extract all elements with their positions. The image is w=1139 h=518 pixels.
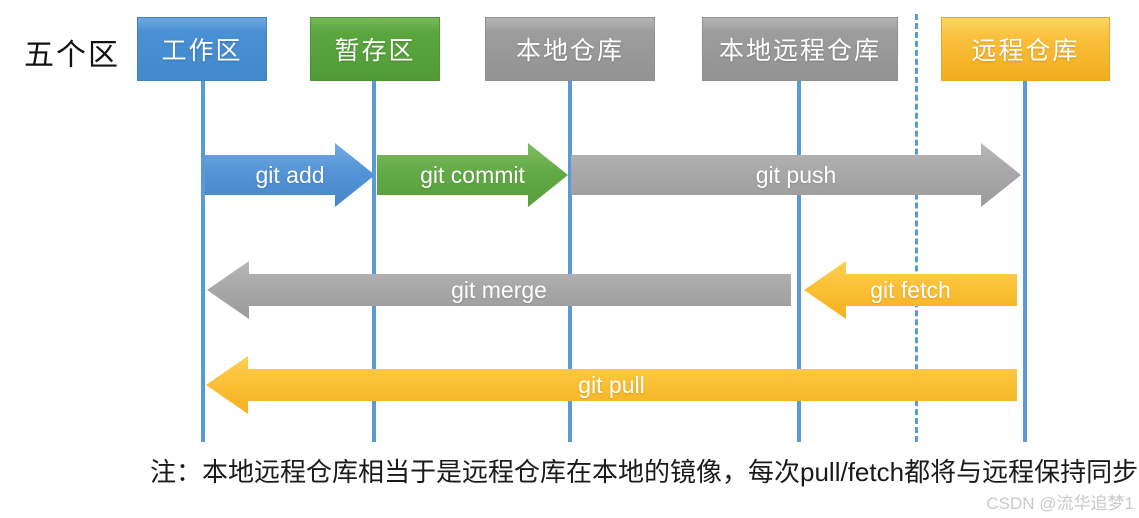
arrow-git-push: git push [571,143,1021,207]
watermark: CSDN @流华追梦1 [986,494,1134,513]
timeline-boundary-dashed-line [915,14,918,442]
arrow-git-merge: git merge [207,261,791,319]
box-working-area: 工作区 [137,17,267,81]
timeline-local-remote-repo [797,81,801,442]
timeline-staging-area [372,81,376,442]
footnote: 注：本地远程仓库相当于是远程仓库在本地的镜像，每次pull/fetch都将与远程… [150,457,1139,487]
arrow-git-commit: git commit [377,143,568,207]
box-local-remote-repo: 本地远程仓库 [702,17,898,81]
box-local-repo: 本地仓库 [485,17,655,81]
box-staging-area: 暂存区 [310,17,440,81]
arrow-git-add: git add [205,143,375,207]
timeline-working-area [201,81,205,442]
arrow-git-pull: git pull [206,356,1017,414]
diagram-title: 五个区 [24,39,120,72]
timeline-remote-repo [1023,81,1027,442]
box-remote-repo: 远程仓库 [941,17,1110,81]
timeline-local-repo [568,81,572,442]
arrow-git-fetch: git fetch [804,261,1017,319]
